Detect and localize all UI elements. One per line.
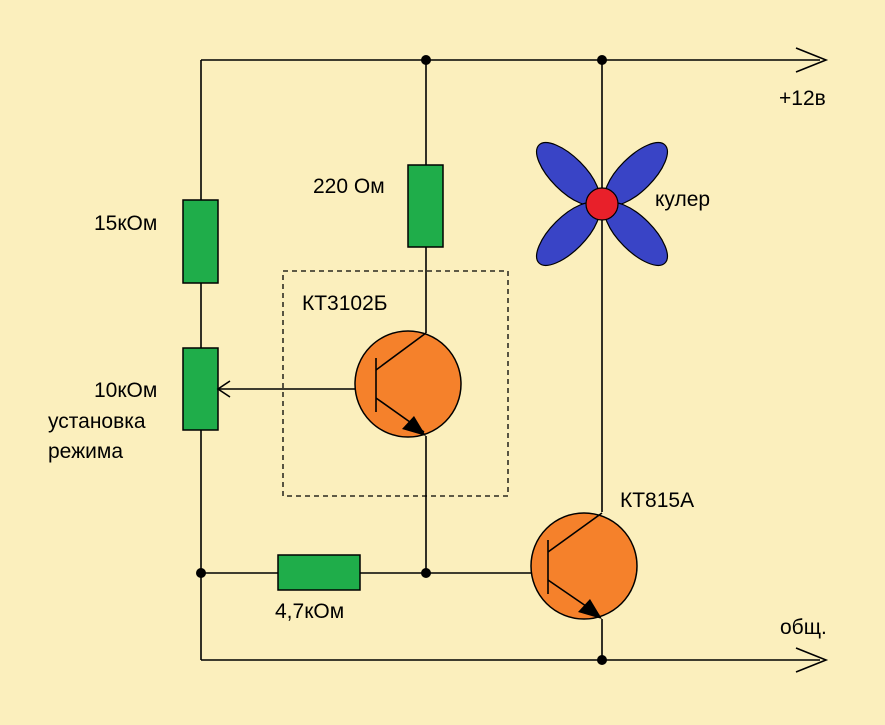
- resistor-15k-label: 15кОм: [94, 212, 157, 235]
- transistor-kt815a-label: КТ815А: [620, 489, 694, 512]
- resistor-4-7k-label: 4,7кОм: [275, 600, 344, 623]
- cooler-label: кулер: [655, 188, 710, 211]
- resistor-220: [407, 164, 444, 248]
- ground-arrow-icon: [795, 647, 829, 673]
- supply-label: +12в: [779, 87, 826, 110]
- potentiometer-10k: [182, 347, 219, 431]
- resistor-4-7k: [277, 554, 361, 591]
- junction-dot: [597, 655, 607, 665]
- transistor-kt3102b: [354, 330, 462, 438]
- potentiometer-label: 10кОм: [94, 379, 157, 402]
- transistor-kt3102b-label: КТ3102Б: [302, 292, 388, 315]
- resistor-15k: [182, 199, 219, 284]
- wiper-arrow-icon: [216, 380, 231, 398]
- resistor-220-label: 220 Ом: [313, 175, 385, 198]
- ground-label: общ.: [780, 616, 827, 639]
- fan-icon: [536, 142, 668, 266]
- transistor-kt815a: [530, 512, 638, 620]
- junction-dot: [196, 568, 206, 578]
- potentiometer-caption-line2: режима: [48, 440, 123, 463]
- supply-arrow-icon: [795, 47, 829, 73]
- potentiometer-caption-line1: установка: [48, 410, 146, 433]
- junction-dot: [597, 55, 607, 65]
- transistor-enclosure: [282, 270, 509, 497]
- junction-dot: [421, 55, 431, 65]
- junction-dot: [421, 568, 431, 578]
